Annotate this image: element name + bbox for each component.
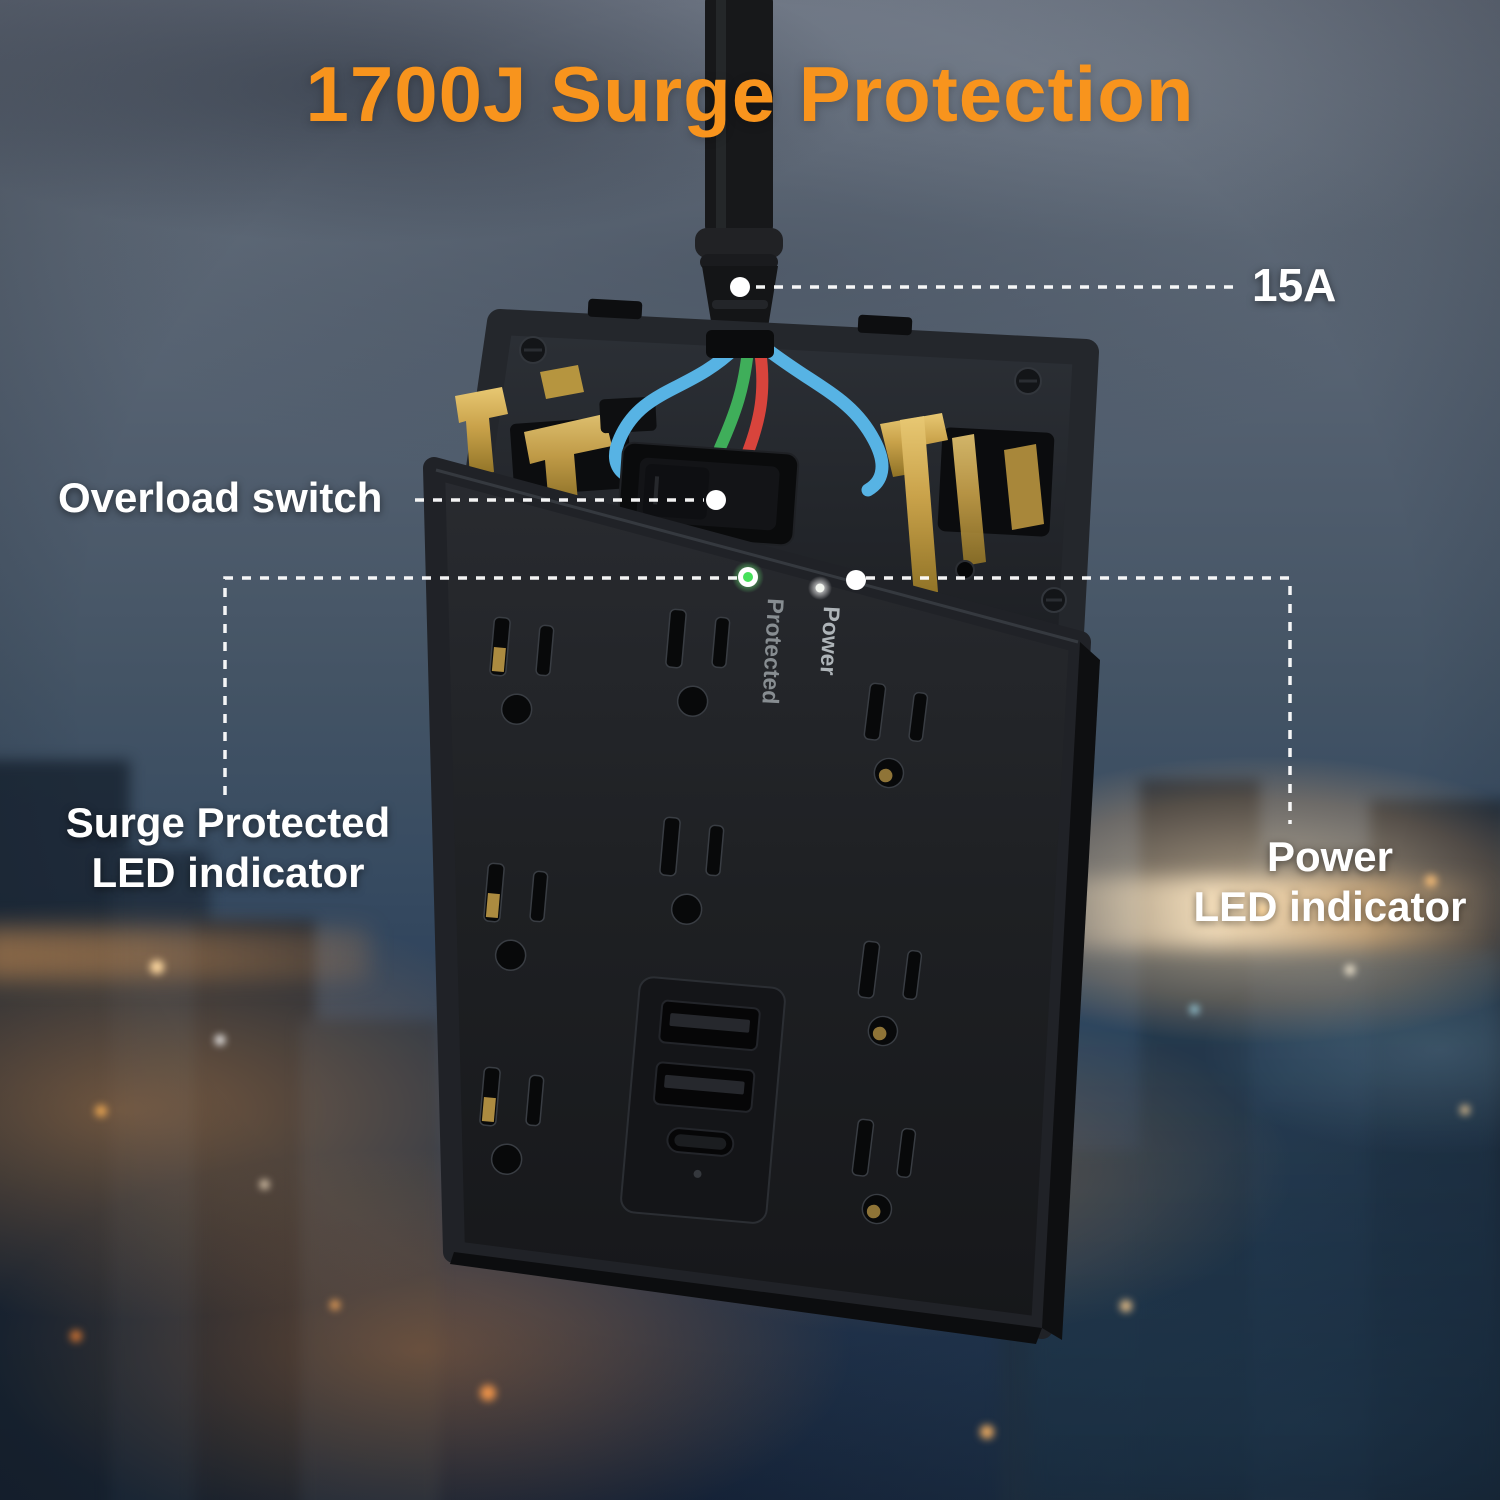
power-led (815, 583, 825, 593)
panel-side-edge (1042, 642, 1100, 1340)
bg-bokeh-light (980, 1425, 994, 1439)
wire-blue-left (609, 341, 742, 484)
wire-red (742, 344, 769, 458)
callout-label-surge-led: Surge Protected LED indicator (28, 798, 428, 897)
protected-led-label: Protected (757, 598, 789, 705)
bg-bokeh-light (215, 1035, 225, 1045)
callout-dot-overload (706, 490, 726, 510)
bg-bokeh-light (1255, 905, 1269, 919)
bg-bokeh-light (1190, 1005, 1199, 1014)
power-led-label-line1: Power (1266, 833, 1394, 880)
ac-outlet (479, 1066, 545, 1175)
bg-bokeh-light (260, 1180, 269, 1189)
usb-c-port (666, 1127, 735, 1157)
callout-line-surge-led (223, 576, 738, 795)
ac-outlet (851, 1118, 917, 1225)
callout-label-power-led: Power LED indicator (1165, 832, 1495, 931)
brass-contacts-left (455, 365, 657, 507)
usb-status-led (693, 1169, 702, 1178)
screw (1014, 367, 1042, 395)
usb-module (620, 976, 786, 1224)
mounting-tab (857, 314, 913, 336)
bg-bokeh-light (1120, 1300, 1132, 1312)
ac-outlet (857, 940, 923, 1047)
mounting-tab (587, 298, 643, 320)
ac-outlet (483, 862, 549, 971)
power-led-label: Power (815, 606, 845, 676)
wire-blue-right (761, 343, 889, 497)
surge-led-label-line1: Surge Protected (65, 799, 391, 846)
callout-label-15a: 15A (1252, 259, 1337, 311)
cord-collar (695, 228, 783, 258)
ac-outlet (665, 608, 731, 717)
usb-a-port (658, 999, 761, 1052)
protected-led (743, 572, 753, 582)
panel-bottom-edge (450, 1252, 1042, 1344)
bg-shoreline-glow-left (0, 928, 370, 980)
power-led-label-line2: LED indicator (1193, 882, 1467, 930)
bg-bokeh-light (1345, 965, 1355, 975)
bg-bokeh-light (330, 1300, 340, 1310)
callout-dot-power-led (846, 570, 866, 590)
page-title: 1700J Surge Protection (305, 50, 1195, 138)
screw (1041, 587, 1067, 613)
internal-wires (609, 330, 889, 497)
bg-bokeh-light (70, 1330, 82, 1342)
wire-green (714, 344, 754, 454)
bg-bokeh-light (1460, 1105, 1470, 1115)
bg-bokeh-light (150, 960, 164, 974)
screw (519, 336, 547, 364)
ac-outlet (659, 816, 725, 925)
bg-bokeh-light (1425, 875, 1437, 887)
brass-contacts-right (880, 413, 1055, 596)
ac-outlet (489, 616, 555, 725)
cord-clamp (706, 330, 774, 358)
bg-bokeh-light (480, 1385, 496, 1401)
surge-led-label-line2: LED indicator (91, 848, 365, 896)
callout-label-overload: Overload switch (58, 474, 383, 521)
ac-outlet (863, 682, 929, 789)
usb-a-port (652, 1061, 756, 1113)
bg-bokeh-light (95, 1105, 107, 1117)
callout-dot-15a (730, 277, 750, 297)
